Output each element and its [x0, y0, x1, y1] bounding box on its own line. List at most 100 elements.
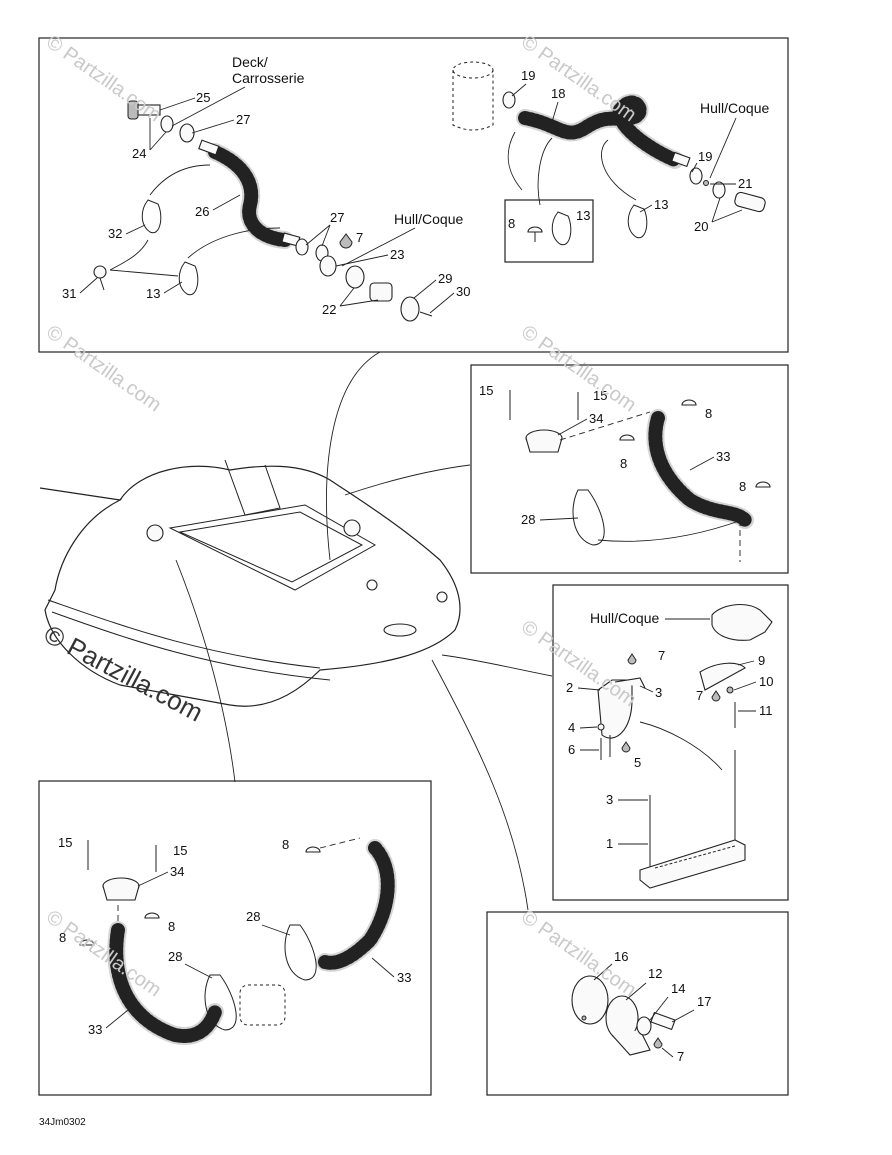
sealant-7b — [711, 690, 721, 702]
callout-12: 12 — [648, 966, 662, 981]
rivet-8c — [755, 481, 771, 488]
watercraft-illustration: © Partzilla.com — [39, 351, 553, 911]
bow-light — [383, 623, 417, 637]
callout-33: 33 — [716, 449, 730, 464]
callout-8f: 8 — [282, 837, 289, 852]
fitting-22 — [369, 282, 393, 302]
callout-7: 7 — [356, 230, 363, 245]
right-hose-assembly — [452, 61, 766, 263]
watermark-6: © Partzilla.com — [42, 906, 165, 1001]
rivet-8d — [79, 939, 95, 946]
sealant-7 — [339, 233, 353, 249]
clamp-27a — [179, 123, 195, 143]
clamp-13b — [627, 204, 648, 239]
deck-fitting — [366, 579, 378, 591]
clamp-13c — [551, 211, 572, 246]
callout-16: 16 — [614, 949, 628, 964]
drawing-code: 34Jm0302 — [39, 1117, 86, 1128]
hull-label-right: Hull/Coque — [700, 100, 769, 116]
callout-22: 22 — [322, 302, 336, 317]
sealant-7a — [627, 653, 637, 665]
screw-30 — [419, 311, 433, 317]
callout-28: 28 — [521, 512, 535, 527]
watermark-3: © Partzilla.com — [42, 321, 165, 416]
callout-19b: 19 — [698, 149, 712, 164]
callout-1: 1 — [606, 836, 613, 851]
panel-bottom-right-frame — [486, 911, 789, 1096]
callout-8a: 8 — [705, 406, 712, 421]
callout-6: 6 — [568, 742, 575, 757]
screw-17 — [650, 1011, 676, 1031]
ladder-step — [639, 839, 746, 889]
vent-34b-body — [102, 885, 140, 901]
callout-28b: 28 — [246, 909, 260, 924]
callout-13b: 13 — [654, 197, 668, 212]
hose-26 — [208, 145, 292, 247]
hose-end-3 — [671, 151, 691, 168]
hose-end — [198, 139, 220, 156]
arrow-7 — [601, 139, 637, 201]
screw-31-shank — [99, 277, 105, 291]
callout-17: 17 — [697, 994, 711, 1009]
hull-label-left: Hull/Coque — [394, 211, 463, 227]
cap-29 — [400, 296, 420, 322]
hull-seam — [47, 599, 321, 669]
sealant-7c — [653, 1037, 663, 1049]
clamp-28c — [204, 974, 237, 1031]
callout-15b: 15 — [593, 388, 607, 403]
bilge-pump-ghost-body — [452, 70, 494, 131]
hose-33c — [318, 841, 395, 970]
rivet-8e — [144, 912, 160, 919]
panel-mid-right: 15 15 34 8 8 33 8 28 — [470, 364, 789, 574]
callout-32: 32 — [108, 226, 122, 241]
callout-13: 13 — [146, 286, 160, 301]
fitting-20 — [734, 191, 766, 213]
callout-8d: 8 — [168, 919, 175, 934]
washer-20 — [712, 181, 726, 199]
ladder-grip — [654, 845, 736, 869]
washer-24 — [160, 115, 174, 133]
clamp-27b — [295, 238, 309, 256]
bilge-pump-ghost — [452, 61, 494, 79]
panel-top: Deck/ Carrosserie 25 27 24 26 32 31 13 2… — [38, 37, 789, 353]
bracket-2 — [597, 679, 633, 739]
washer-4 — [597, 723, 605, 731]
callout-26: 26 — [195, 204, 209, 219]
arrow-5 — [507, 131, 523, 191]
leader-to-top — [326, 351, 381, 561]
arrow-1 — [149, 164, 211, 196]
arrow-3 — [109, 269, 179, 277]
left-hose-assembly — [93, 100, 433, 322]
leader-to-bottom-left — [175, 559, 236, 783]
washer-23 — [319, 255, 337, 277]
washer-14 — [636, 1016, 652, 1036]
callout-11: 11 — [759, 703, 773, 718]
panel-bottom-left: 15 15 34 8 8 8 28 28 33 33 — [38, 780, 432, 1096]
drain-plug — [611, 1029, 651, 1056]
rivet-8b — [619, 434, 635, 441]
callout-9: 9 — [758, 653, 765, 668]
callout-31: 31 — [62, 286, 76, 301]
callout-20: 20 — [694, 219, 708, 234]
rivet-8a — [681, 399, 697, 406]
arrow-6 — [537, 137, 553, 206]
bracket-3 — [614, 677, 646, 689]
callout-15a: 15 — [479, 383, 493, 398]
bracket-9 — [699, 662, 746, 691]
deck-label-1: Deck/ — [232, 54, 268, 70]
callout-33c: 33 — [397, 970, 411, 985]
screw-31 — [93, 265, 107, 279]
washer-22 — [345, 265, 365, 289]
arrow-ladder — [639, 721, 723, 771]
callout-15d: 15 — [173, 843, 187, 858]
clamp-28b — [284, 924, 317, 981]
rivet-8 — [527, 226, 543, 233]
seat-back — [224, 459, 281, 516]
callout-23: 23 — [390, 247, 404, 262]
callout-13c: 13 — [576, 208, 590, 223]
panel-mid-right-frame — [470, 364, 789, 574]
hose-33 — [648, 411, 752, 527]
washer-21 — [703, 180, 709, 186]
rivet-8f — [305, 846, 321, 853]
